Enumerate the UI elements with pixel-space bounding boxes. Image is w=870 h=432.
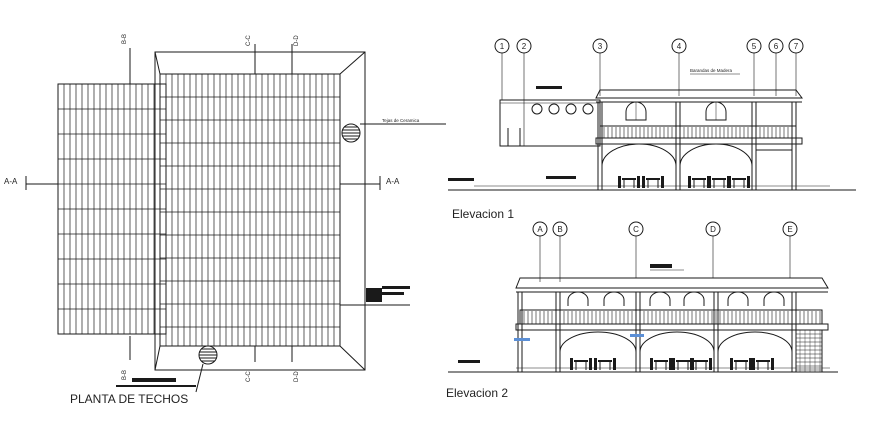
section-marker-bb-top: B-B	[122, 34, 131, 84]
roof-left-tile-grid	[58, 84, 166, 334]
section-marker-bb-bottom: B-B	[122, 336, 131, 380]
axis-label: 6	[774, 42, 779, 51]
axis-bubble	[768, 38, 784, 54]
axis-label: E	[787, 225, 792, 234]
axis-bubble	[516, 38, 532, 54]
section-marker-cc-top: C-C	[246, 35, 256, 74]
roof-drain-bottom	[195, 345, 218, 393]
section-label-cc-top: C-C	[246, 35, 252, 46]
roof-plan-title-block: PLANTA DE TECHOS	[70, 378, 196, 406]
elevation-2-building	[514, 277, 829, 373]
roof-main-tile-grid	[160, 74, 340, 346]
section-marker-dd-bottom: D-D	[291, 346, 300, 382]
axis-bubble	[671, 38, 687, 54]
section-label-bb-bottom: B-B	[122, 370, 128, 380]
axis-label: D	[710, 225, 716, 234]
elevation-1-axes: 1 2 3 4 5 6 7	[494, 38, 804, 146]
axis-bubble	[532, 221, 548, 237]
section-label-aa-right: A-A	[386, 177, 400, 186]
axis-bubble	[746, 38, 762, 54]
roof-plan: B-B C-C D-D B-B C-C D-D A-A	[4, 34, 446, 406]
roof-main	[154, 51, 366, 371]
roof-plan-title: PLANTA DE TECHOS	[70, 392, 188, 406]
section-label-dd-bottom: D-D	[294, 371, 300, 382]
section-marker-aa-left: A-A	[4, 176, 58, 190]
axis-label: 3	[598, 42, 603, 51]
axis-label: B	[557, 225, 562, 234]
section-label-cc-bottom: C-C	[246, 371, 252, 382]
axis-bubble	[705, 221, 721, 237]
elevation-1: 1 2 3 4 5 6 7	[448, 38, 856, 221]
axis-bubble	[494, 38, 510, 54]
elevation-1-furniture	[618, 176, 750, 188]
axis-label: 2	[522, 42, 527, 51]
roof-main-outline	[154, 51, 366, 371]
elevation-2-axes: A B C D E	[532, 221, 798, 282]
elevation-1-building: Barandas de Madera	[499, 68, 803, 191]
axis-label: 7	[794, 42, 799, 51]
axis-bubble	[592, 38, 608, 54]
axis-label: C	[633, 225, 639, 234]
axis-label: 4	[677, 42, 682, 51]
axis-label: A	[537, 225, 543, 234]
roof-note-block	[340, 286, 410, 306]
elevation-1-title: Elevacion 1	[452, 207, 514, 221]
note-tejas-ceramica: Tejas de Ceramica	[382, 118, 420, 123]
elevation-2-furniture	[570, 358, 774, 370]
section-label-aa-left: A-A	[4, 177, 18, 186]
section-marker-cc-bottom: C-C	[246, 346, 256, 382]
section-label-bb-top: B-B	[122, 34, 128, 44]
section-marker-dd-top: D-D	[291, 35, 300, 74]
axis-label: 5	[752, 42, 757, 51]
elevation-2: A B C D E	[446, 221, 838, 400]
axis-bubble	[552, 221, 568, 237]
axis-bubble	[628, 221, 644, 237]
axis-bubble	[782, 221, 798, 237]
section-label-dd-top: D-D	[294, 35, 300, 46]
elevation-2-title: Elevacion 2	[446, 386, 508, 400]
axis-bubble	[788, 38, 804, 54]
roof-drain-top: Tejas de Ceramica	[341, 118, 446, 143]
elevation-1-note: Barandas de Madera	[690, 68, 733, 73]
axis-label: 1	[500, 42, 505, 51]
section-marker-aa-right: A-A	[340, 176, 400, 190]
elevation-2-staircase	[795, 329, 823, 373]
